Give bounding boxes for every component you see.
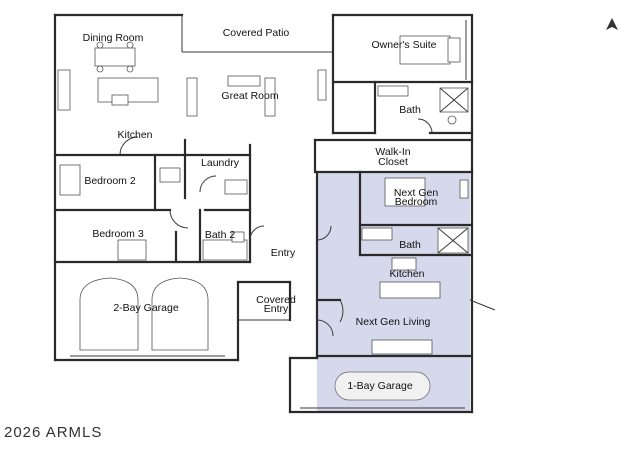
label-next-gen-bath: Bath: [399, 239, 421, 251]
label-covered: Covered: [256, 294, 296, 306]
watermark: 2026 ARMLS: [4, 424, 102, 441]
room-labels: Dining Room Covered Patio Owner's Suite …: [83, 27, 439, 392]
label-bath-2: Bath 2: [205, 229, 236, 241]
label-1-bay-garage: 1-Bay Garage: [347, 380, 413, 392]
label-bedroom-3: Bedroom 3: [92, 228, 144, 240]
label-laundry: Laundry: [201, 157, 240, 169]
exterior-walls: [53, 13, 474, 414]
label-next-gen-bedroom-1: Next Gen: [394, 187, 439, 199]
label-closet: Closet: [378, 156, 408, 168]
label-2-bay-garage: 2-Bay Garage: [113, 302, 179, 314]
label-next-gen-kitchen: Kitchen: [389, 268, 424, 280]
door-swings: [119, 118, 496, 337]
label-entry: Entry: [271, 247, 296, 259]
label-walk-in: Walk-In: [375, 146, 410, 158]
label-dining-room: Dining Room: [83, 32, 144, 44]
label-owner-bath: Bath: [399, 104, 421, 116]
label-kitchen: Kitchen: [117, 129, 152, 141]
label-bedroom-2: Bedroom 2: [84, 175, 136, 187]
label-entry-2: Entry: [264, 303, 289, 315]
fixtures: [57, 20, 469, 401]
label-great-room: Great Room: [221, 90, 278, 102]
label-owners-suite: Owner's Suite: [371, 39, 436, 51]
interior-walls: [53, 13, 474, 409]
north-arrow-icon: [606, 18, 618, 30]
label-next-gen-bedroom-2: Bedroom: [395, 196, 438, 208]
label-next-gen-living: Next Gen Living: [356, 316, 431, 328]
label-covered-patio: Covered Patio: [223, 27, 290, 39]
